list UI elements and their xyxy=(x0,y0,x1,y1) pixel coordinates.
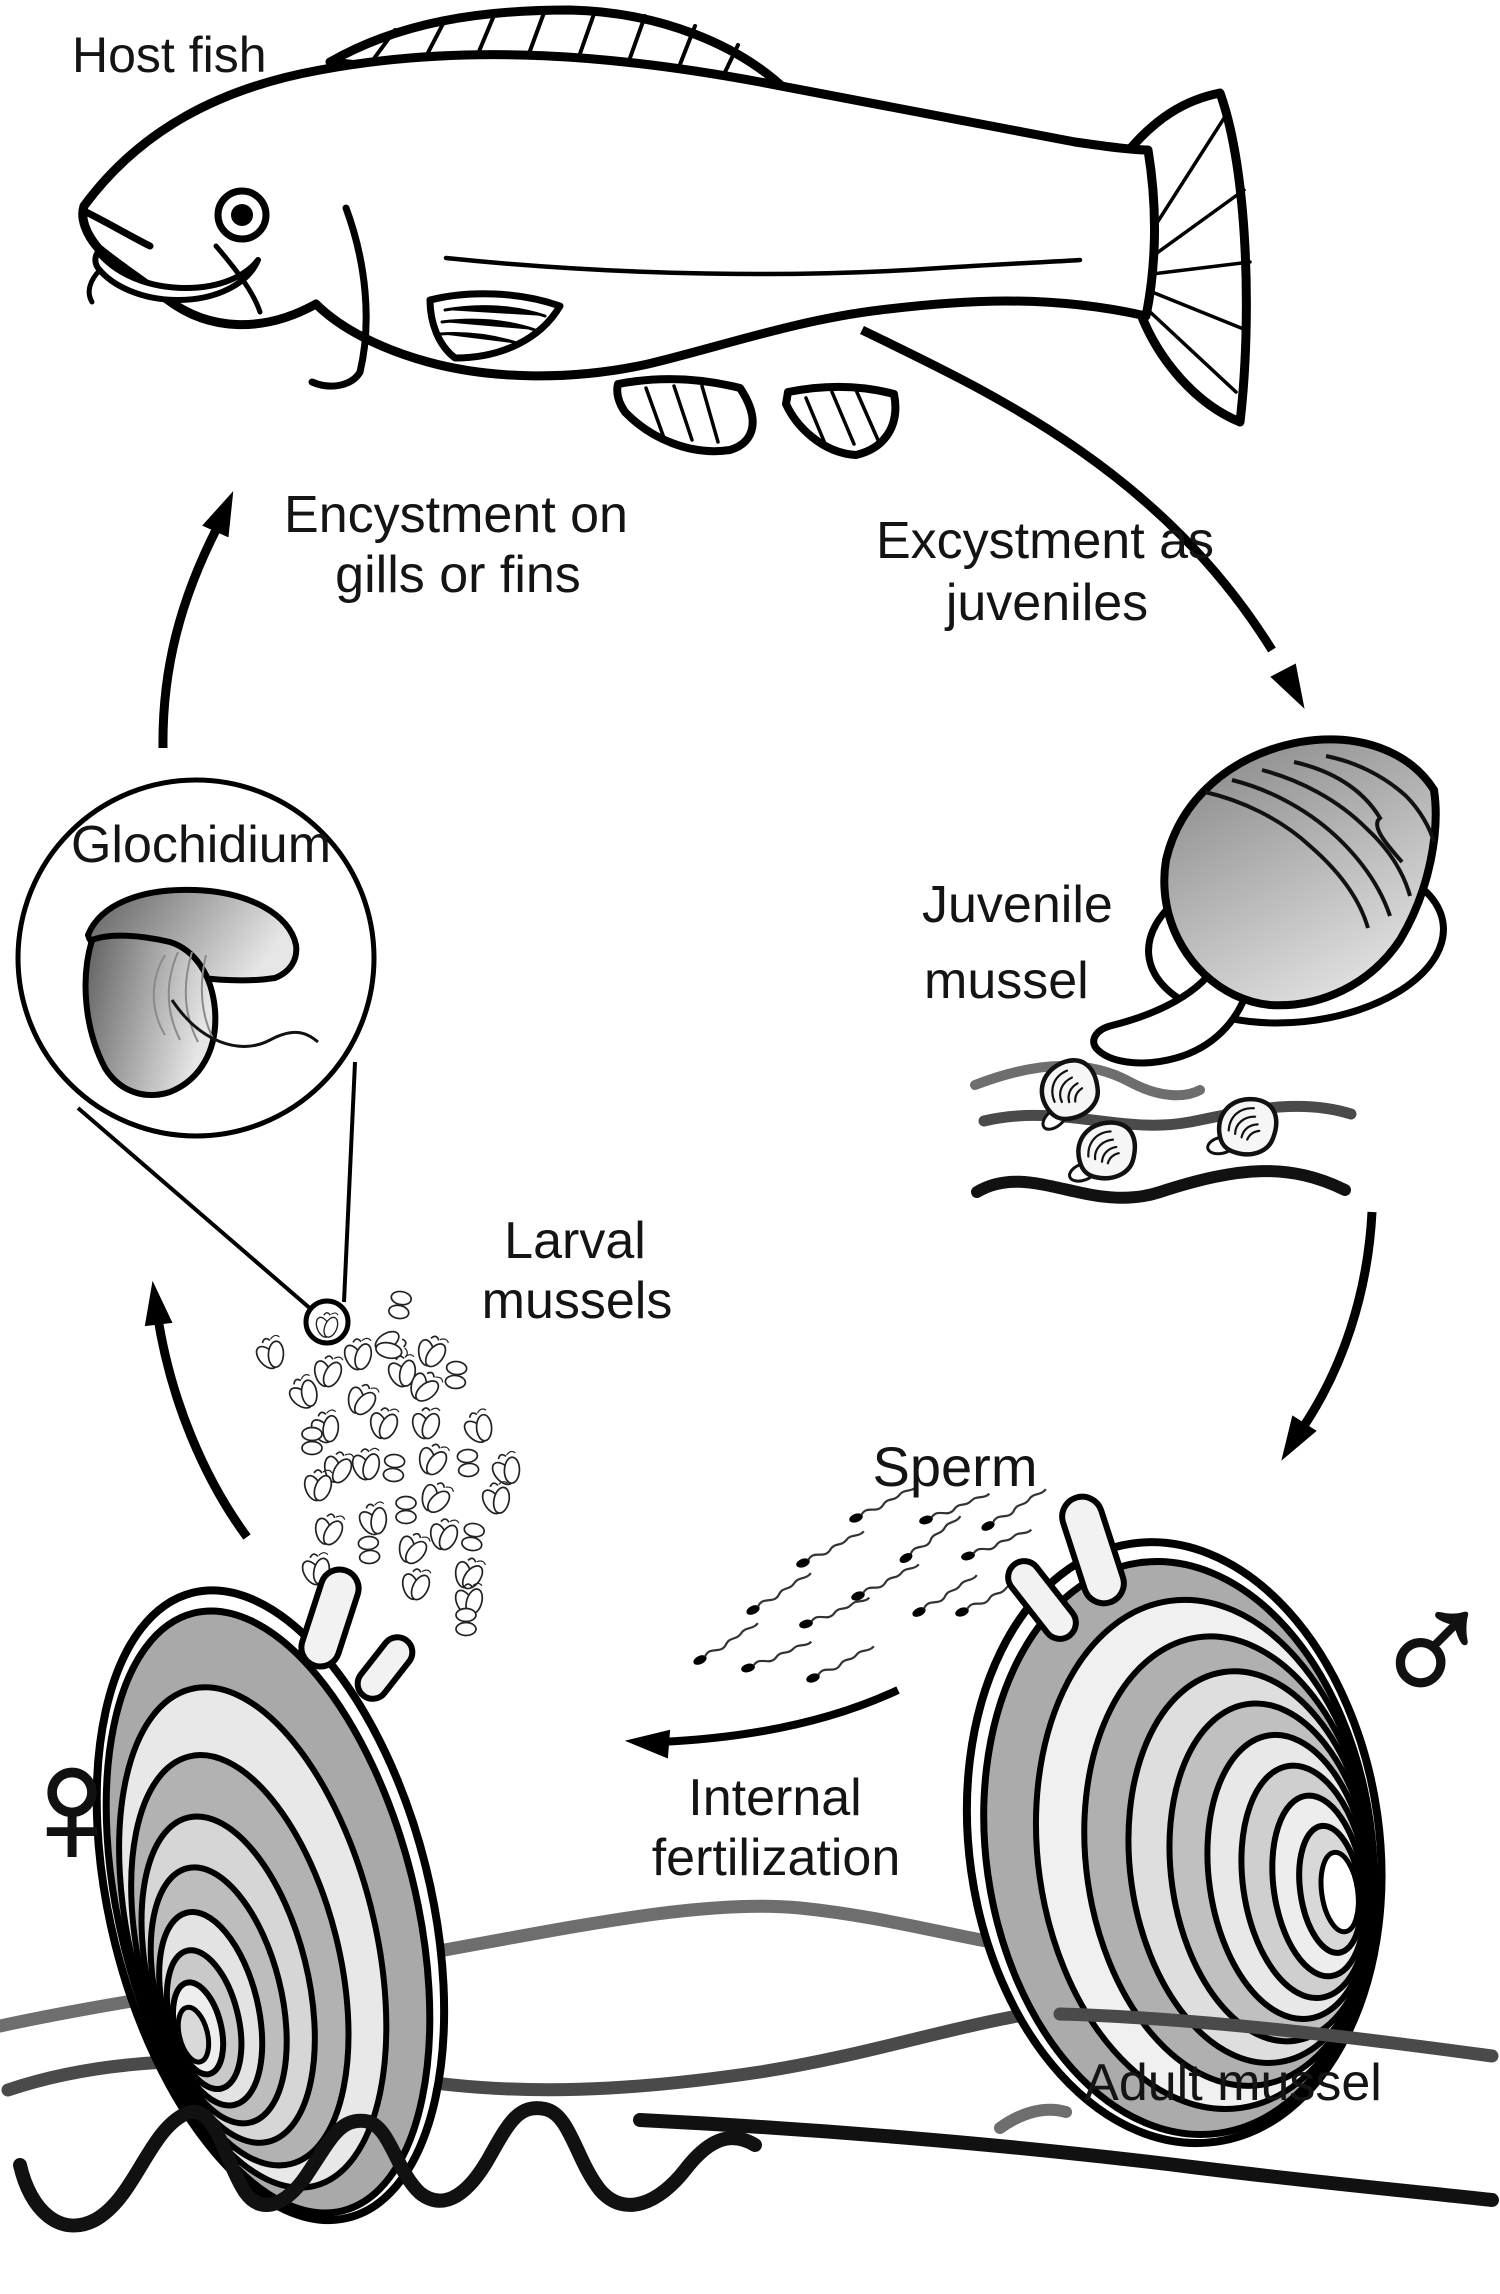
fish-pupil xyxy=(231,204,253,226)
larval-mussel xyxy=(347,1446,386,1485)
sperm-cell xyxy=(907,1574,984,1620)
fish-anal-fin xyxy=(782,382,900,459)
glochidium-larval-thread xyxy=(170,999,319,1048)
larval-mussel xyxy=(352,1499,395,1542)
juvenile-mussel-illustration xyxy=(1090,735,1447,1067)
larval-mussel xyxy=(395,1495,417,1525)
larval-mussel xyxy=(248,1332,293,1377)
substrate-strand-mid xyxy=(978,1100,1357,1131)
sperm-cell xyxy=(894,1515,969,1567)
substrate-juvenile-mussel xyxy=(1203,1091,1281,1168)
substrate-strand-light xyxy=(970,1060,1205,1101)
substrate-strand-dark xyxy=(971,1165,1351,1204)
glochidium-magnifier xyxy=(15,777,377,1346)
arrow-juvenile-to-adult xyxy=(1281,1211,1377,1461)
larval-mussel xyxy=(410,1331,453,1374)
arrow-encystment xyxy=(158,491,234,749)
label-larval-line1: Larval xyxy=(504,1212,646,1270)
male-adult-mussel xyxy=(962,1493,1386,2148)
male-siphons xyxy=(1005,1493,1127,1642)
larval-mussel xyxy=(408,1407,444,1442)
label-juvenile-line1: Juvenile xyxy=(922,876,1113,934)
sperm-cell xyxy=(741,1572,818,1618)
larval-mussel xyxy=(369,1325,410,1366)
fish-lower-jaw xyxy=(92,249,261,303)
river-bottom-front-lines xyxy=(13,2007,1499,2233)
fish-operculum xyxy=(308,204,370,390)
fish-pectoral-fin xyxy=(426,290,564,362)
sperm-cell xyxy=(792,1530,870,1571)
larval-mussel xyxy=(339,1336,378,1375)
sperm-cell xyxy=(802,1645,880,1686)
diagram-labels: Host fish Encystment on gills or fins Ex… xyxy=(71,27,1382,2112)
front-dark-line-right xyxy=(1053,2007,1499,2063)
arrow-internal-fertilization xyxy=(624,1686,900,1759)
fish-chin-curl xyxy=(86,267,103,305)
fish-pelvic-fin xyxy=(613,375,757,456)
label-sperm: Sperm xyxy=(873,1435,1038,1498)
juvenile-substrate-scene xyxy=(970,1055,1357,1204)
larval-mussel xyxy=(456,1405,502,1452)
host-fish-illustration xyxy=(78,5,1252,459)
fish-mouth-line xyxy=(82,208,154,250)
larval-mussel xyxy=(459,1521,487,1553)
label-glochidium: Glochidium xyxy=(71,816,331,874)
larval-mussel xyxy=(386,1289,414,1321)
juvenile-shell xyxy=(1160,735,1440,1010)
female-siphons xyxy=(298,1566,416,1702)
larval-mussel xyxy=(455,1607,477,1637)
larval-mussel xyxy=(411,1439,454,1482)
male-symbol: ♂ xyxy=(1370,1557,1494,1741)
juvenile-growth-rings xyxy=(1204,754,1436,929)
fish-body xyxy=(78,50,1160,381)
larval-mussel xyxy=(390,1527,435,1572)
substrate-juvenile-mussel xyxy=(1066,1119,1137,1190)
larval-mussel xyxy=(424,1516,463,1555)
arrow-excystment xyxy=(860,325,1305,709)
label-larval-line2: mussels xyxy=(482,1272,673,1330)
larval-mussel xyxy=(412,1475,458,1522)
larval-mussel xyxy=(301,1426,323,1456)
fish-lateral-line xyxy=(443,255,1083,277)
sperm-cell xyxy=(688,1622,765,1668)
label-juvenile-line2: mussel xyxy=(924,952,1089,1010)
sperm-cell xyxy=(795,1596,874,1631)
magnifier-taper-line-right xyxy=(342,1061,357,1303)
label-internal-line1: Internal xyxy=(688,1769,861,1827)
label-internal-line2: fertilization xyxy=(652,1829,901,1887)
front-zigzag xyxy=(13,2101,762,2233)
label-encystment-line1: Encystment on xyxy=(284,486,628,544)
female-symbol: ♀ xyxy=(10,1713,134,1897)
glochidium-hook-lines xyxy=(152,951,215,1043)
larval-mussel xyxy=(476,1479,517,1520)
label-adult-mussel: Adult mussel xyxy=(1084,2054,1382,2112)
fish-gill-inner xyxy=(213,243,263,315)
larval-mussel xyxy=(447,1553,490,1596)
sperm-cell xyxy=(737,1640,816,1675)
larval-mussel xyxy=(382,1452,406,1484)
larval-mussel xyxy=(364,1405,403,1444)
magnifier-taper-line-left xyxy=(76,1106,314,1312)
label-encystment-line2: gills or fins xyxy=(335,546,581,604)
female-adult-mussel xyxy=(92,1566,449,2225)
front-gray-arc xyxy=(994,2103,1072,2134)
label-host-fish: Host fish xyxy=(72,27,267,83)
arrow-larvae-to-glochidium xyxy=(144,1280,251,1540)
front-long-line xyxy=(633,2113,1499,2207)
larval-mussel xyxy=(444,1359,468,1391)
larval-mussel xyxy=(357,1534,381,1566)
sperm-cell xyxy=(957,1528,1036,1563)
sperm-cell xyxy=(847,1563,925,1604)
larval-mussel xyxy=(396,1566,435,1605)
cycle-arrows xyxy=(144,325,1377,1759)
larval-mussel xyxy=(308,1510,349,1551)
label-excystment-line1: Excystment as xyxy=(876,512,1214,570)
larval-mussels-spray xyxy=(248,1289,529,1637)
label-excystment-line2: juveniles xyxy=(944,574,1148,632)
glochidium-lower-valve xyxy=(82,932,219,1098)
larval-mussel xyxy=(456,1447,480,1479)
